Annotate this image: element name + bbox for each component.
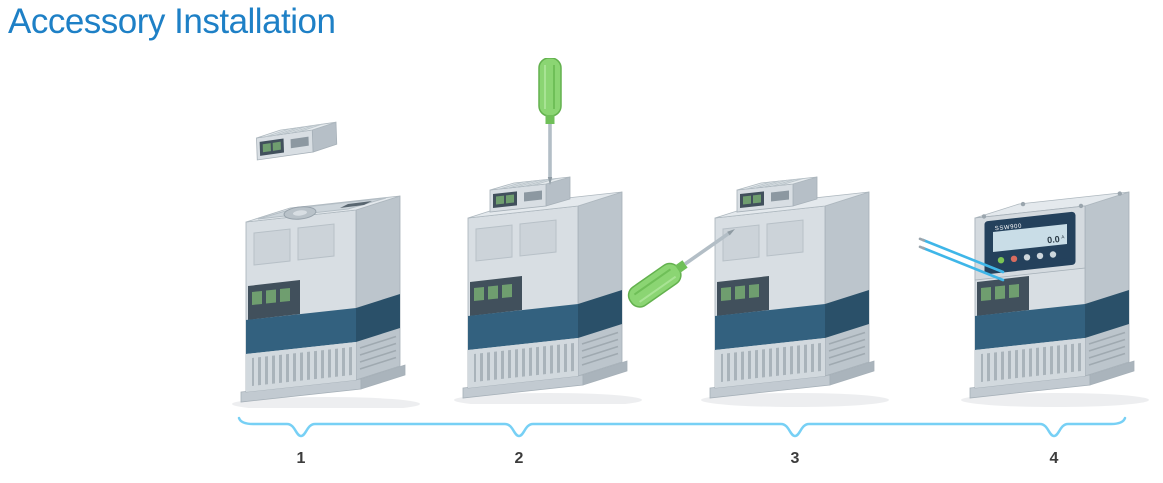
steps-brace bbox=[237, 416, 1127, 438]
nav-button-icon bbox=[1023, 254, 1031, 261]
step-1-illustration bbox=[231, 121, 421, 408]
soft-starter-device bbox=[453, 191, 643, 404]
page-title: Accessory Installation bbox=[8, 2, 336, 41]
signal-wires bbox=[918, 237, 1005, 282]
step-3-figure bbox=[625, 152, 905, 412]
soft-starter-device bbox=[231, 195, 421, 408]
accessory-module bbox=[255, 121, 338, 161]
front-cover-keypad: SSW900 0.0 A bbox=[974, 191, 1122, 281]
step-4-illustration: SSW900 0.0 A bbox=[918, 191, 1150, 408]
brand-label: SSW900 bbox=[995, 223, 1023, 232]
step-1-figure bbox=[226, 100, 436, 408]
stop-button-icon bbox=[1010, 255, 1018, 262]
step-number-3: 3 bbox=[790, 450, 800, 467]
step-number-1: 1 bbox=[296, 450, 306, 467]
screwdriver-icon bbox=[537, 58, 563, 187]
display-value: 0.0 bbox=[1047, 234, 1060, 245]
keypad-display bbox=[993, 224, 1067, 252]
display-unit: A bbox=[1061, 234, 1065, 239]
step-4-figure: SSW900 0.0 A bbox=[915, 148, 1155, 410]
soft-starter-device: SSW900 0.0 A bbox=[960, 191, 1150, 408]
nav-button-icon bbox=[1036, 252, 1044, 260]
run-button-icon bbox=[997, 257, 1005, 264]
soft-starter-device bbox=[700, 191, 890, 408]
nav-button-icon bbox=[1049, 251, 1057, 258]
step-3-illustration bbox=[625, 176, 890, 408]
step-number-2: 2 bbox=[514, 450, 524, 467]
step-number-4: 4 bbox=[1049, 450, 1059, 467]
